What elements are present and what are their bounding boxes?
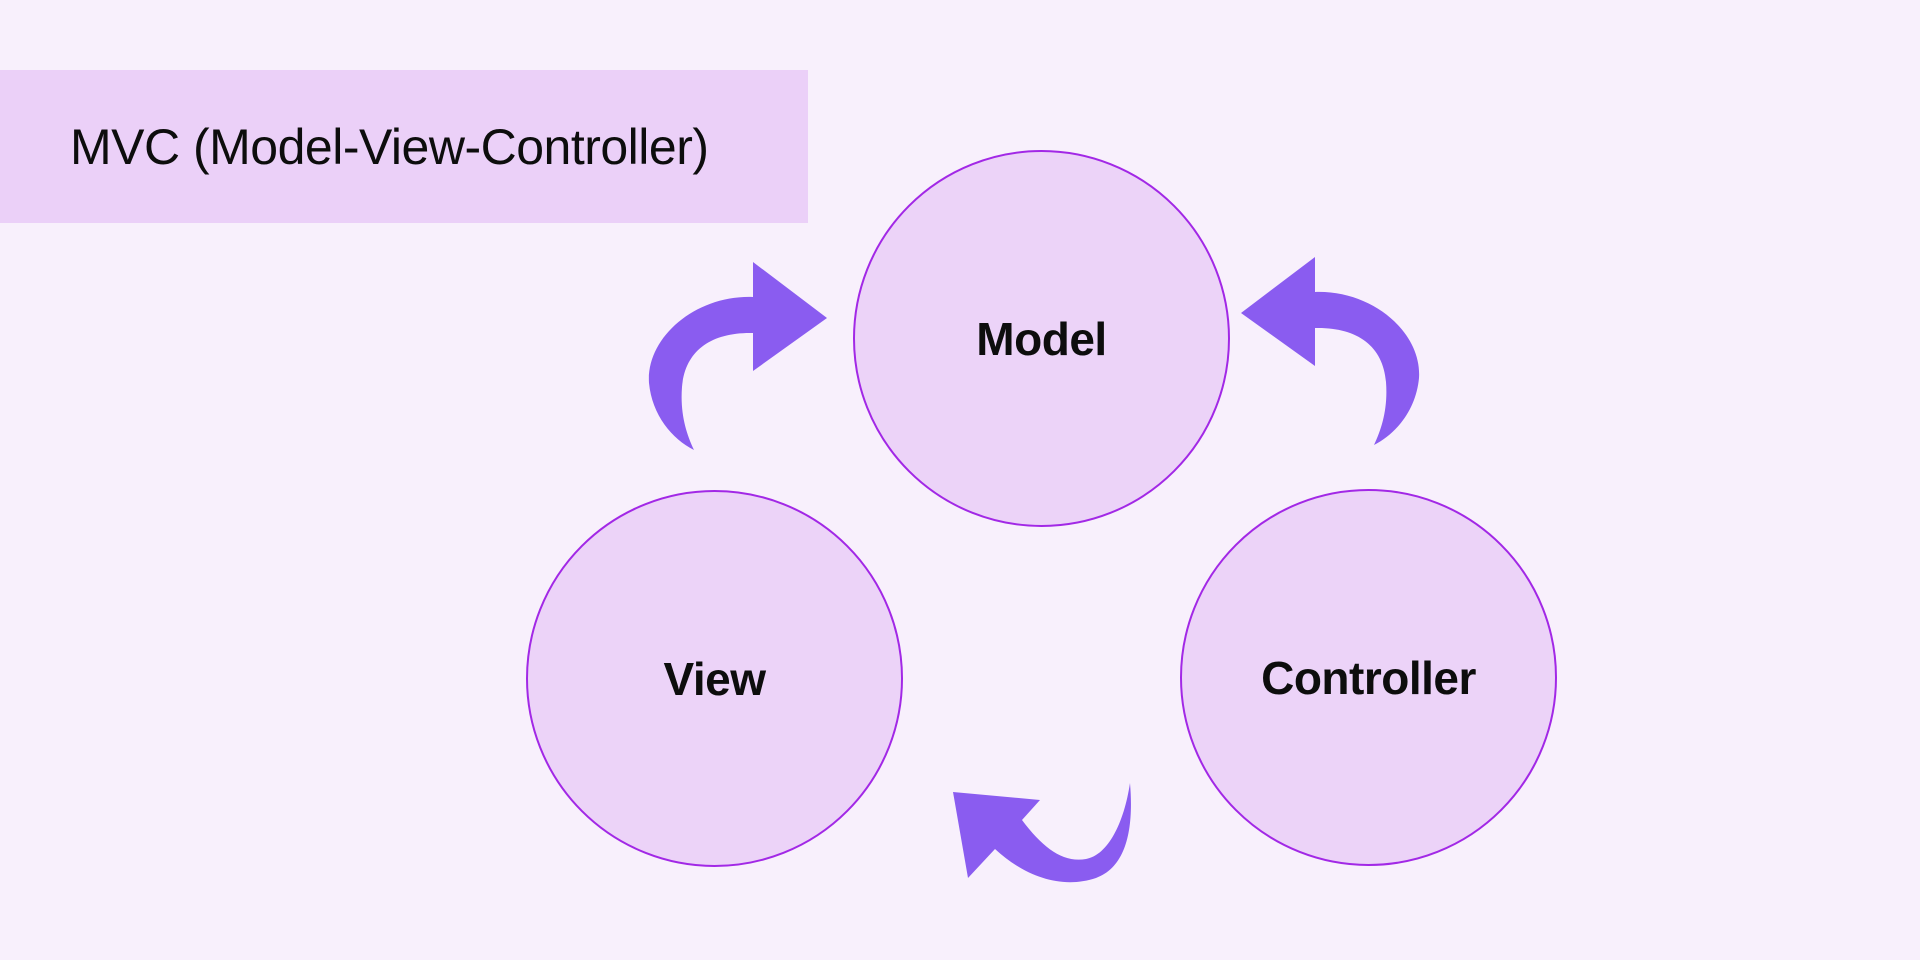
curved-arrow-controller-to-model-icon: [1241, 257, 1420, 445]
node-view-label: View: [663, 652, 767, 705]
node-view: View: [526, 490, 903, 867]
title-banner: MVC (Model-View-Controller): [0, 70, 808, 223]
node-controller: Controller: [1180, 489, 1557, 866]
curved-arrow-controller-to-view-icon: [953, 783, 1131, 883]
node-model: Model: [853, 150, 1230, 527]
node-model-label: Model: [976, 312, 1107, 365]
curved-arrow-view-to-model-icon: [648, 262, 827, 450]
node-controller-label: Controller: [1261, 651, 1476, 704]
diagram-title: MVC (Model-View-Controller): [70, 118, 709, 175]
